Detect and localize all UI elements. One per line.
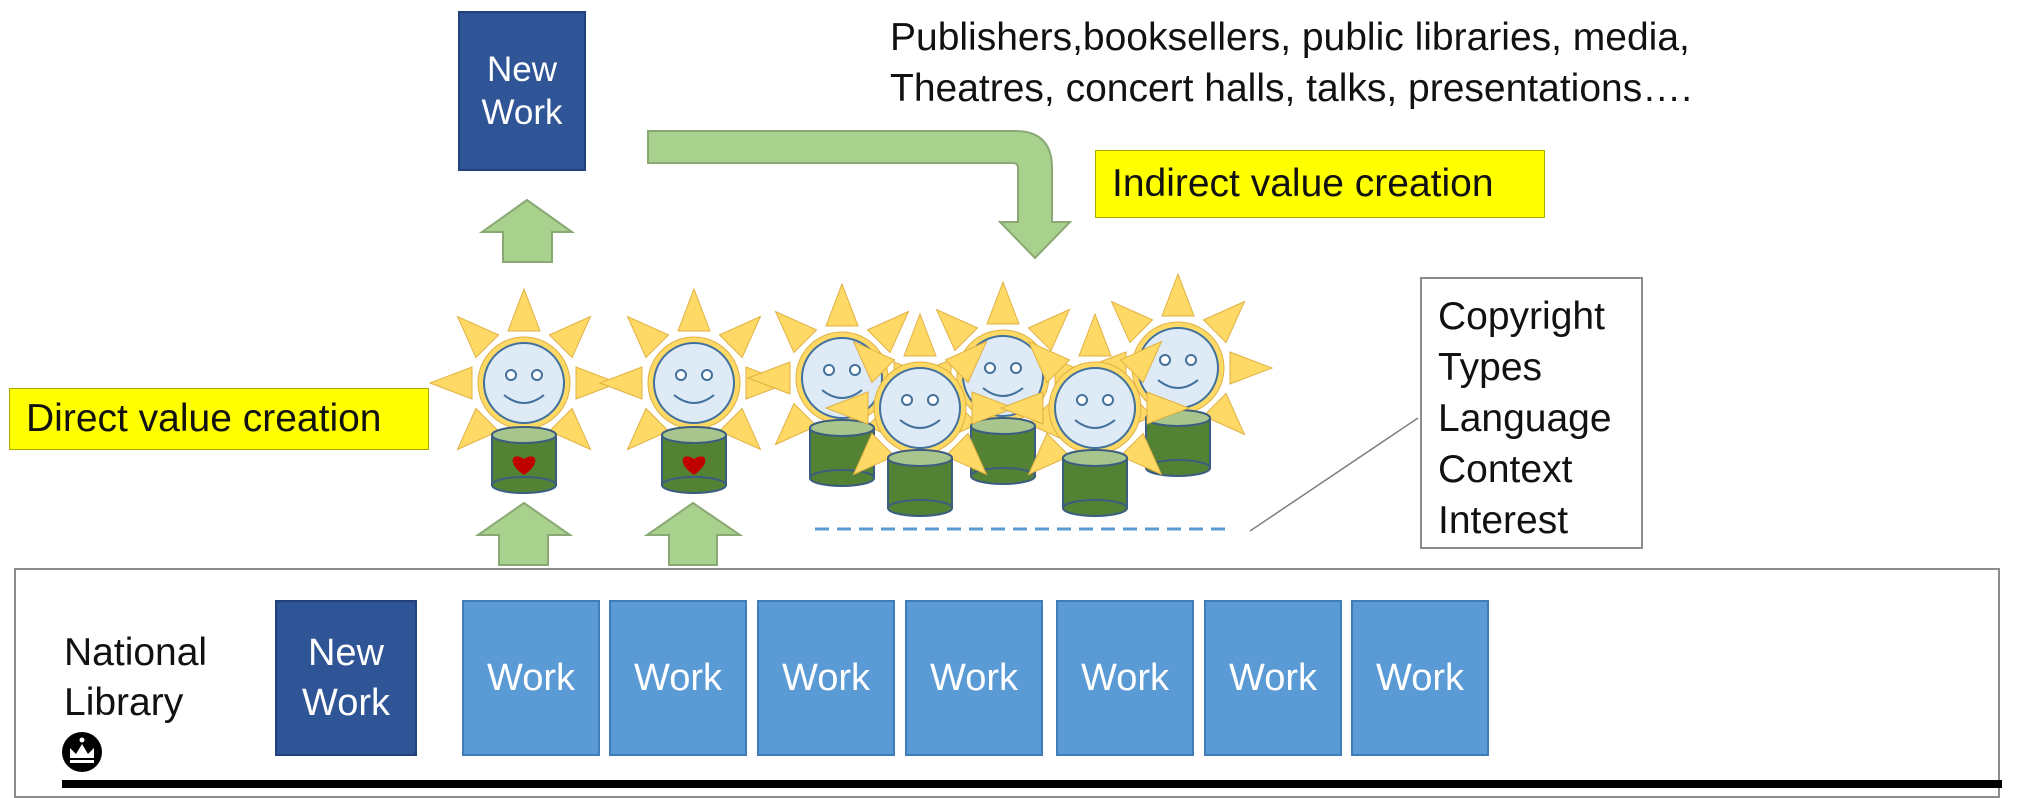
work-box-2: Work (609, 600, 747, 756)
work-box-4: Work (905, 600, 1043, 756)
work-box-5: Work (1056, 600, 1194, 756)
criteria-interest: Interest (1438, 499, 1569, 542)
smiley-sun-icon-1 (428, 287, 620, 494)
library-new-work-box: New Work (275, 600, 417, 756)
library-name-line-1: National (64, 631, 208, 674)
smiley-sun-icon-4 (824, 312, 1016, 517)
up-arrow-right (643, 501, 744, 566)
criteria-context: Context (1438, 448, 1573, 491)
audience-text: Publishers,booksellers, public libraries… (890, 12, 1692, 114)
up-arrow-top (478, 198, 576, 263)
criteria-connector (1249, 417, 1419, 532)
direct-value-label: Direct value creation (9, 388, 429, 450)
criteria-box: Copyright Types Language Context Interes… (1420, 277, 1643, 549)
indirect-value-label: Indirect value creation (1095, 150, 1545, 218)
indirect-value-arrow (647, 130, 1073, 260)
smiley-sun-icon-2 (598, 287, 790, 494)
library-name: National Library (64, 628, 207, 728)
work-box-6: Work (1204, 600, 1342, 756)
criteria-types: Types (1438, 346, 1543, 389)
criteria-copyright: Copyright (1438, 295, 1605, 338)
up-arrow-left (474, 501, 574, 566)
audience-line-1: Publishers,booksellers, public libraries… (890, 16, 1690, 59)
crown-icon (62, 732, 102, 772)
audience-line-2: Theatres, concert halls, talks, presenta… (890, 67, 1693, 110)
library-name-line-2: Library (64, 681, 184, 724)
heart-icon (682, 456, 706, 475)
work-box-7: Work (1351, 600, 1489, 756)
top-new-work-box: New Work (458, 11, 586, 171)
work-box-1: Work (462, 600, 600, 756)
base-bar (62, 780, 2002, 788)
criteria-language: Language (1438, 397, 1612, 440)
heart-icon (512, 456, 536, 475)
work-box-3: Work (757, 600, 895, 756)
smiley-sun-icon-6 (999, 312, 1191, 517)
